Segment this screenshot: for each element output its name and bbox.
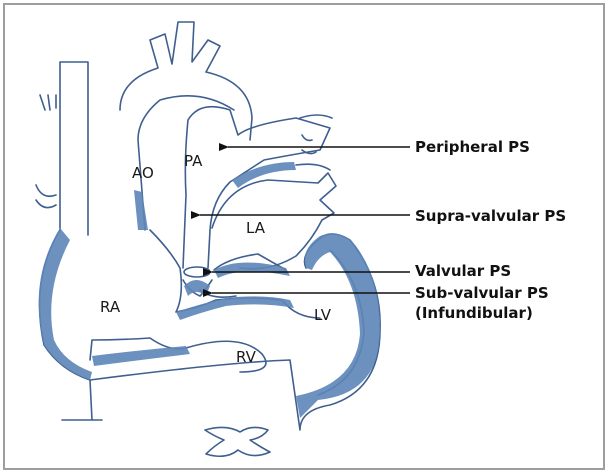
callout-peripheral-ps: Peripheral PS [415,138,530,156]
label-rv: RV [236,348,257,366]
callout-sub-valvular-ps: Sub-valvular PS [415,284,549,302]
rv-outflow-fill [184,280,210,296]
callout-valvular-ps: Valvular PS [415,262,511,280]
lv-wall-fill [296,234,380,418]
ra-wall-fill [39,228,92,380]
label-ra: RA [100,298,121,316]
callout-infundibular: (Infundibular) [415,304,533,322]
label-la: LA [246,219,266,237]
callout-supra-valvular-ps: Supra-valvular PS [415,207,566,225]
label-pa: PA [184,152,203,170]
pulmonary-artery-outline [183,107,330,268]
pulmonary-valve [184,267,210,277]
lower-wall-fill [92,346,190,366]
label-ao: AO [132,164,154,182]
left-vessel-marks [36,95,56,208]
label-lv: LV [314,306,332,324]
inferior-vessel [205,427,270,456]
septum-wall-fill [176,296,294,320]
aortic-wall-fill [134,190,148,230]
pa-wall-fill [232,162,296,188]
